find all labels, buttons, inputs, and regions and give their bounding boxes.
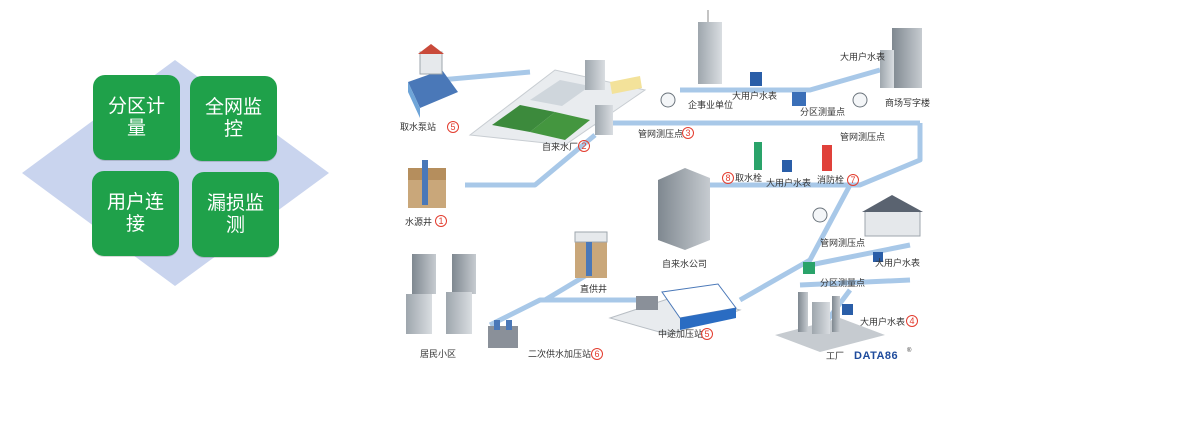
source-well-icon [408, 160, 446, 208]
badge-water-plant [578, 140, 590, 152]
pipe-hydrant-loop [710, 123, 923, 188]
label-intake-hydrant: 取水栓 [735, 172, 762, 183]
pipe-zone2 [799, 277, 911, 288]
company-building-icon [658, 168, 710, 250]
pipe-source-well [465, 133, 597, 188]
tile-leak-detection: 漏损监测 [192, 172, 279, 257]
tile-network-monitoring: 全网监控 [190, 76, 277, 161]
pressure-gauge-icon [660, 92, 676, 108]
pipe-upper [680, 67, 881, 93]
tile-user-connection-label: 用户连接 [106, 191, 164, 235]
label-zone-point-1: 分区测量点 [800, 107, 845, 117]
label-fire-hydrant: 消防栓 [817, 174, 844, 185]
brand-registered-mark: ® [907, 347, 912, 354]
badge-intake-pump [447, 121, 459, 133]
badge-source-well [435, 215, 447, 227]
num-secondary: 6 [595, 349, 600, 359]
tile-user-connection: 用户连接 [92, 171, 179, 256]
label-intake-pump: 取水泵站 [400, 121, 436, 132]
water-plant-icon [468, 60, 647, 146]
direct-well-icon [574, 231, 608, 278]
num-intake-hydrant: 8 [726, 173, 731, 183]
water-network-diagram: 取水泵站 5 自来水厂 2 水源井 1 企事业单位 管网测压点 3 大用户水表 … [400, 10, 930, 362]
pressure-gauge-icon [812, 207, 828, 223]
enterprise-building-icon [698, 22, 722, 84]
zone-meter-icon [792, 92, 806, 106]
label-residential: 居民小区 [420, 349, 456, 359]
intake-pump-icon [408, 44, 458, 118]
pipe-east [809, 242, 911, 268]
label-booster: 中途加压站 [658, 328, 703, 339]
num-pressure-1: 3 [686, 128, 691, 138]
badge-secondary [591, 348, 603, 360]
tile-zone-metering-label: 分区计量 [107, 95, 165, 139]
tile-zone-metering: 分区计量 [93, 75, 180, 160]
residential-buildings-icon [406, 254, 476, 334]
badge-booster [701, 328, 713, 340]
label-enterprise: 企事业单位 [688, 99, 733, 110]
tile-leak-detection-label: 漏损监测 [206, 192, 264, 236]
intake-hydrant-icon [754, 142, 762, 170]
num-big-meter-4: 4 [910, 316, 915, 326]
factory-icon [775, 292, 885, 352]
water-meter-icon [842, 304, 853, 315]
badge-fire-hydrant [847, 174, 859, 186]
label-big-meter-1: 大用户水表 [732, 90, 777, 101]
pipe-network [439, 67, 923, 332]
office-building-icon [880, 28, 922, 88]
label-zone-point-2: 分区测量点 [820, 278, 865, 288]
secondary-booster-icon [488, 320, 518, 348]
label-source-well: 水源井 [405, 216, 432, 227]
label-factory: 工厂 [826, 351, 844, 361]
num-booster: 5 [705, 329, 710, 339]
label-big-meter-4: 大用户水表 [860, 316, 905, 327]
label-big-meter-3: 大用户水表 [875, 257, 920, 268]
pipe-intake [439, 69, 531, 83]
brand-logo: DATA86 [854, 350, 898, 362]
water-meter-icon [750, 72, 762, 86]
label-office: 商场写字楼 [885, 97, 930, 108]
water-meter-icon [782, 160, 792, 172]
num-intake-pump: 5 [451, 122, 456, 132]
pipe-company [738, 183, 853, 303]
num-source-well: 1 [439, 216, 444, 226]
zone-meter-icon [803, 262, 815, 274]
badge-big-meter-4 [906, 315, 918, 327]
label-pressure-1: 管网测压点 [638, 128, 683, 139]
water-meter-icon [873, 252, 883, 262]
house-building-icon [862, 195, 923, 237]
pressure-gauge-icon [852, 92, 868, 108]
badge-intake-hydrant [722, 172, 734, 184]
label-direct-well: 直供井 [580, 283, 607, 294]
pipe-west [488, 297, 650, 328]
booster-station-icon [608, 283, 742, 336]
label-pressure-3: 管网测压点 [820, 237, 865, 248]
num-fire-hydrant: 7 [851, 175, 856, 185]
label-big-meter-top: 大用户水表 [840, 51, 885, 62]
num-water-plant: 2 [582, 141, 587, 151]
label-pressure-2: 管网测压点 [840, 131, 885, 142]
label-company: 自来水公司 [662, 258, 707, 269]
fire-hydrant-icon [822, 145, 832, 171]
label-big-meter-2: 大用户水表 [766, 177, 811, 188]
badge-pressure-1 [682, 127, 694, 139]
tile-network-monitoring-label: 全网监控 [204, 96, 262, 140]
label-secondary: 二次供水加压站 [528, 348, 591, 359]
label-water-plant: 自来水厂 [542, 141, 578, 152]
